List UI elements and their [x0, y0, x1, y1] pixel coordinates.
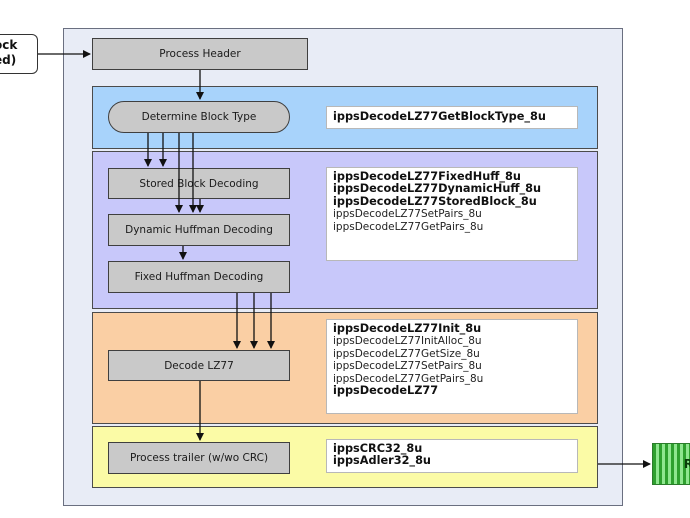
function-name: ippsDecodeLZ77SetPairs_8u [333, 208, 482, 221]
function-name: ippsDecodeLZ77SetPairs_8u [333, 360, 482, 373]
function-name: ippsDecodeLZ77DynamicHuff_8u [333, 182, 542, 196]
stored-block-decoding-label: Stored Block Decoding [139, 177, 259, 190]
input-label-line-1: ock [0, 38, 18, 52]
function-name: ippsAdler32_8u [333, 454, 431, 468]
input-block-node: ock ed) [0, 34, 38, 74]
decode-lz77-label: Decode LZ77 [164, 359, 234, 372]
function-name: ippsDecodeLZ77InitAlloc_8u [333, 335, 482, 348]
function-name: ippsCRC32_8u [333, 442, 423, 455]
determine-block-type-node: Determine Block Type [108, 101, 290, 133]
process-header-node: Process Header [92, 38, 308, 70]
function-name: ippsDecodeLZ77FixedHuff_8u [333, 170, 521, 183]
lz77-functions: ippsDecodeLZ77Init_8u ippsDecodeLZ77Init… [326, 319, 578, 414]
trailer-functions: ippsCRC32_8u ippsAdler32_8u [326, 439, 578, 473]
block-type-functions: ippsDecodeLZ77GetBlockType_8u [326, 106, 578, 129]
function-name: ippsDecodeLZ77 [333, 384, 439, 398]
function-name: ippsDecodeLZ77GetSize_8u [333, 347, 480, 360]
output-label: R [683, 457, 690, 471]
stored-block-decoding-node: Stored Block Decoding [108, 168, 290, 199]
function-name: ippsDecodeLZ77StoredBlock_8u [333, 194, 537, 208]
input-label-line-2: ed) [0, 53, 17, 67]
function-name: ippsDecodeLZ77GetPairs_8u [333, 372, 484, 385]
process-trailer-node: Process trailer (w/wo CRC) [108, 442, 290, 474]
function-name: ippsDecodeLZ77GetPairs_8u [333, 220, 484, 233]
block-decoding-functions: ippsDecodeLZ77FixedHuff_8u ippsDecodeLZ7… [326, 167, 578, 261]
decode-lz77-node: Decode LZ77 [108, 350, 290, 381]
function-name: ippsDecodeLZ77Init_8u [333, 322, 482, 335]
output-node: R [652, 443, 690, 485]
function-name: ippsDecodeLZ77GetBlockType_8u [333, 110, 546, 123]
dynamic-huffman-decoding-node: Dynamic Huffman Decoding [108, 214, 290, 246]
process-header-label: Process Header [159, 48, 241, 60]
fixed-huffman-decoding-node: Fixed Huffman Decoding [108, 261, 290, 293]
process-trailer-label: Process trailer (w/wo CRC) [129, 452, 269, 464]
determine-block-type-label: Determine Block Type [141, 111, 257, 123]
fixed-huffman-decoding-label: Fixed Huffman Decoding [134, 271, 264, 283]
dynamic-huffman-decoding-label: Dynamic Huffman Decoding [125, 224, 273, 236]
